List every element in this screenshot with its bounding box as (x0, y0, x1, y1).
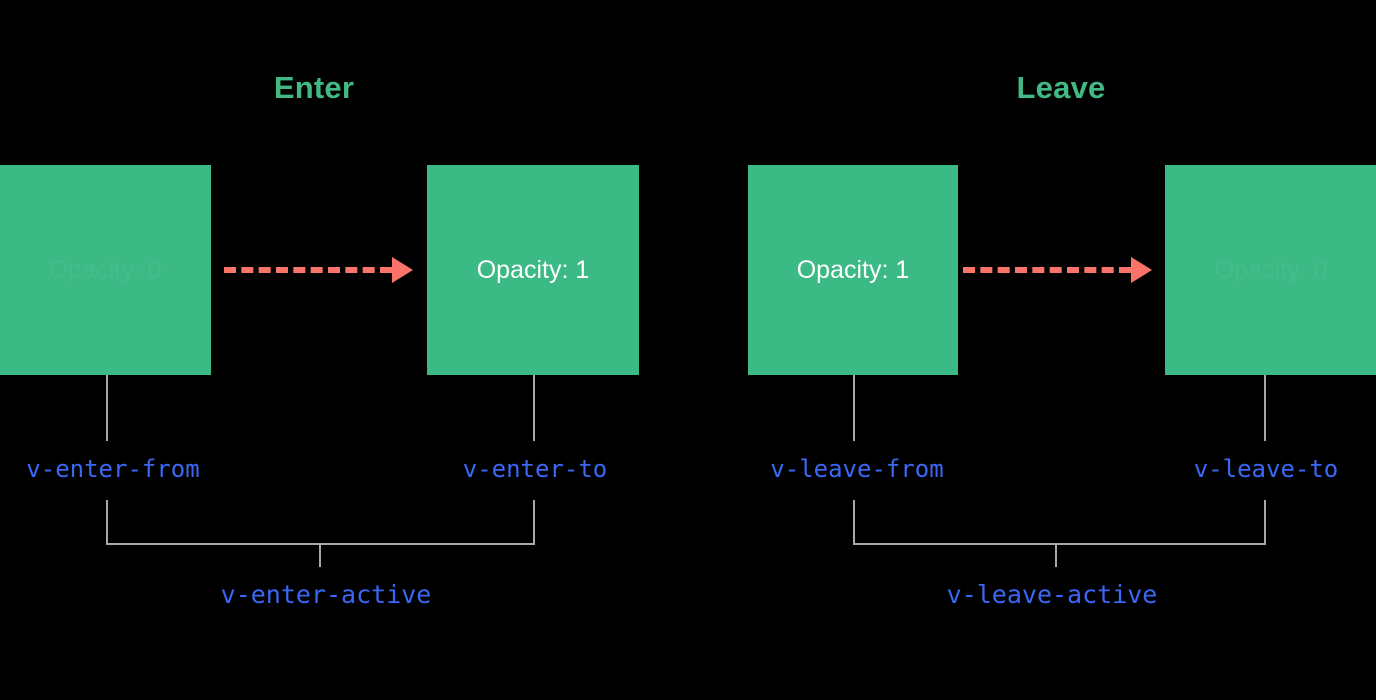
enter-to-box-label: Opacity: 1 (476, 255, 590, 284)
leave-to-box-label: Opacity: 0 (1214, 255, 1328, 284)
enter-from-class-label: v-enter-from (26, 455, 200, 483)
leave-arrow-head-icon (1131, 257, 1152, 283)
leave-from-class-label: v-leave-from (770, 455, 944, 483)
leave-transition-arrow (963, 257, 1155, 283)
enter-from-stem (106, 375, 108, 441)
leave-bracket-left-arm (853, 500, 855, 545)
enter-arrow-shaft (224, 267, 392, 273)
leave-from-box-label: Opacity: 1 (796, 255, 910, 284)
leave-bracket-right-arm (1264, 500, 1266, 545)
enter-active-class-label: v-enter-active (220, 580, 432, 609)
enter-to-box: Opacity: 1 (427, 165, 639, 375)
enter-from-box: Opacity: 0 (0, 165, 211, 375)
enter-to-stem (533, 375, 535, 441)
leave-to-box: Opacity: 0 (1165, 165, 1376, 375)
enter-bracket-stem (319, 543, 321, 567)
leave-arrow-shaft (963, 267, 1131, 273)
enter-arrow-head-icon (392, 257, 413, 283)
leave-to-stem (1264, 375, 1266, 441)
enter-bracket-right-arm (533, 500, 535, 545)
enter-to-class-label: v-enter-to (462, 455, 608, 483)
leave-to-class-label: v-leave-to (1193, 455, 1339, 483)
leave-bracket-stem (1055, 543, 1057, 567)
enter-from-box-label: Opacity: 0 (48, 255, 162, 284)
enter-bracket-left-arm (106, 500, 108, 545)
enter-transition-arrow (224, 257, 416, 283)
leave-from-stem (853, 375, 855, 441)
section-title-enter: Enter (273, 70, 355, 105)
leave-bracket-crossbar (853, 543, 1266, 545)
leave-active-class-label: v-leave-active (946, 580, 1158, 609)
leave-from-box: Opacity: 1 (748, 165, 958, 375)
section-title-leave: Leave (1016, 70, 1106, 105)
